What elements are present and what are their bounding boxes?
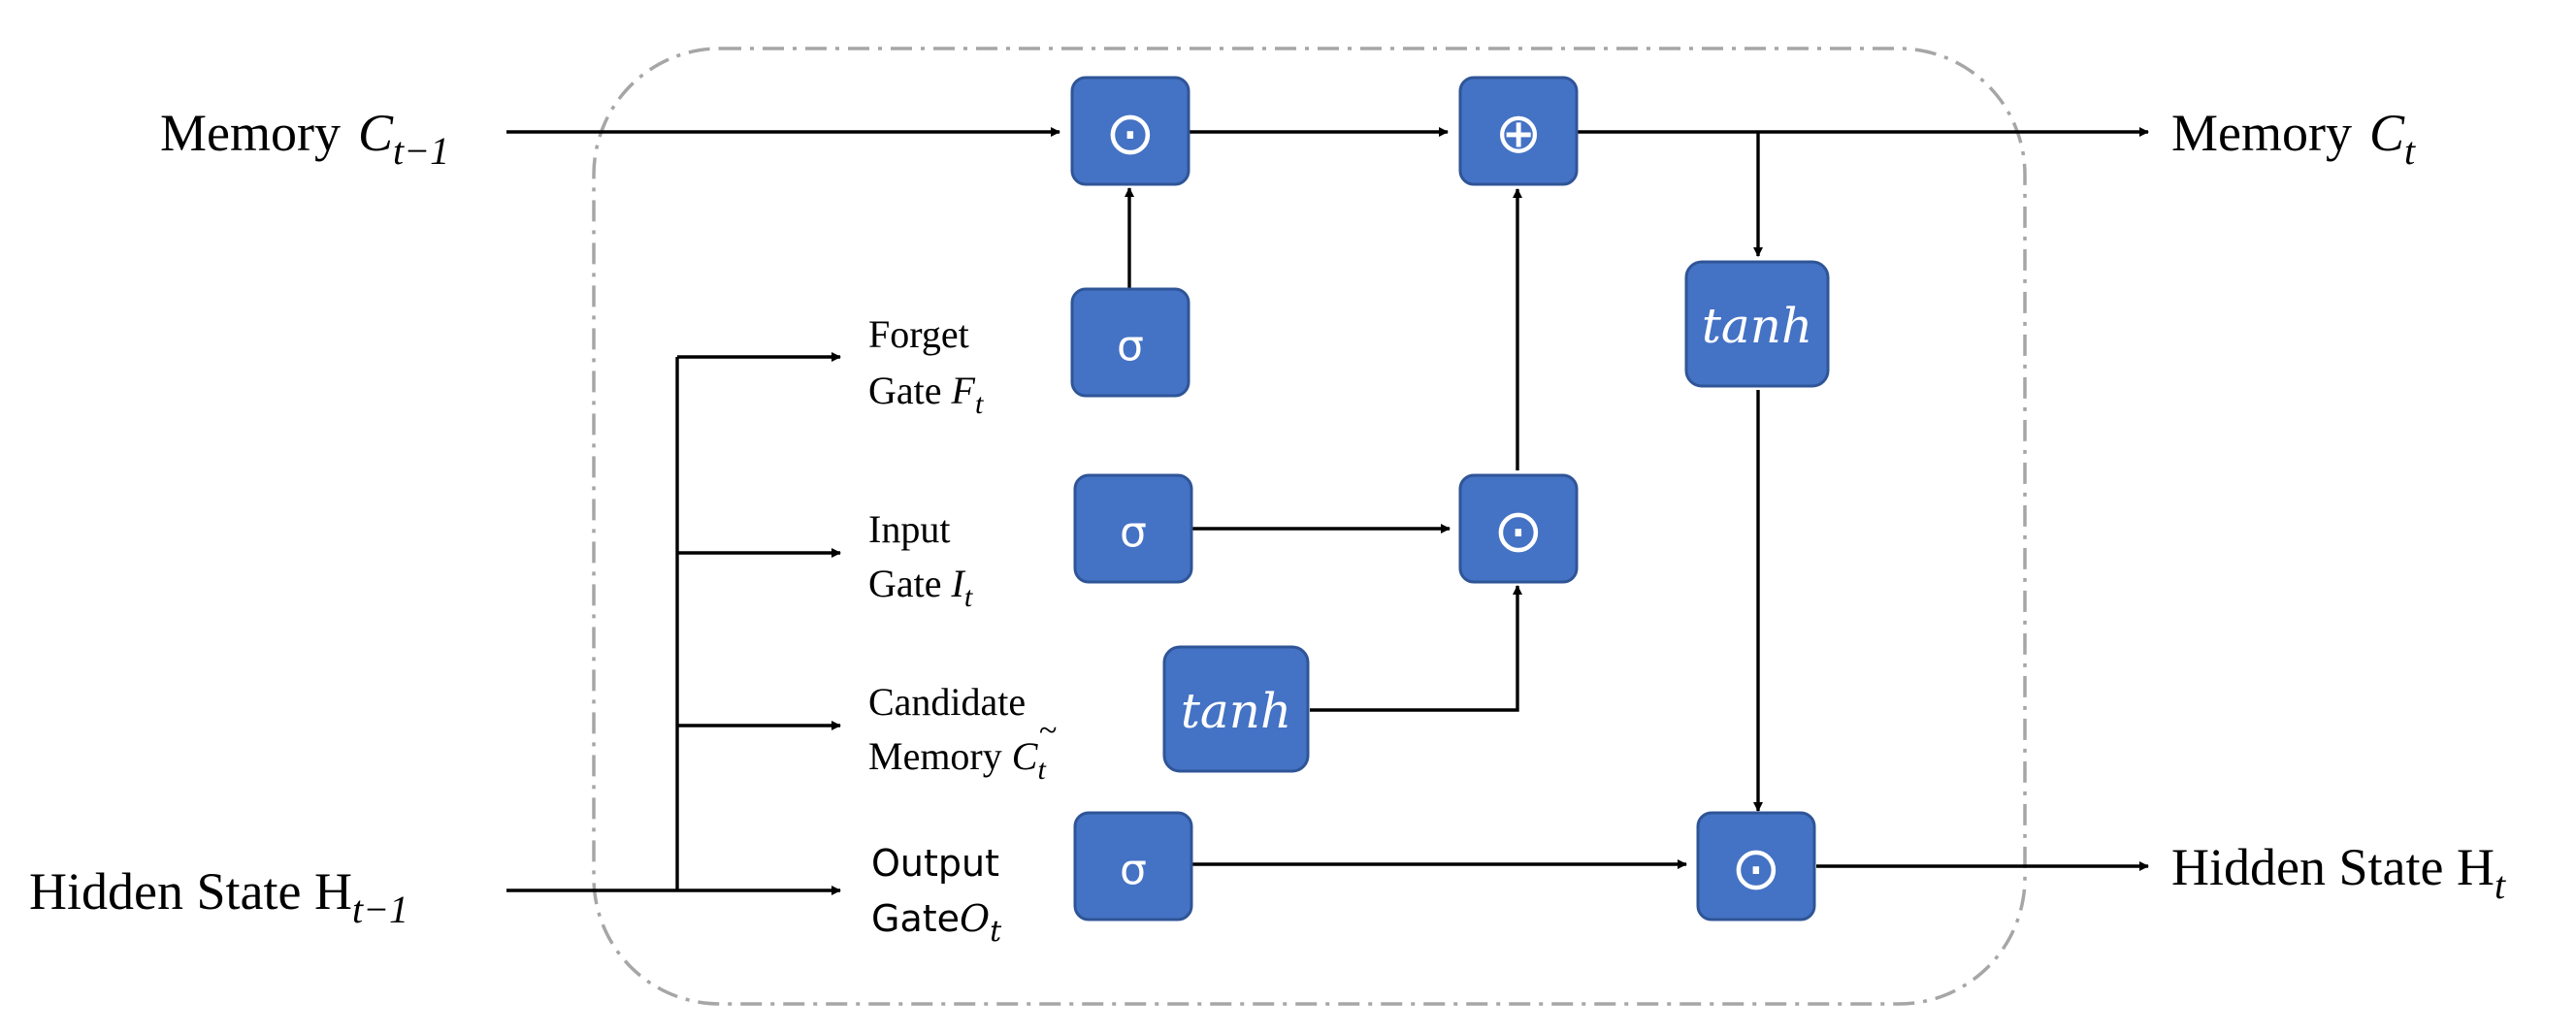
- svg-text:Candidate: Candidate: [868, 680, 1026, 724]
- multiply-symbol: ⊙: [1105, 98, 1156, 169]
- output-sigma-node: σ: [1073, 811, 1193, 921]
- output-multiply-node: ⊙: [1696, 811, 1816, 921]
- svg-text:Input: Input: [868, 507, 950, 551]
- output-gate-label: Output GateOt: [871, 842, 1002, 949]
- tilde-accent: ~: [1039, 713, 1057, 749]
- svg-text:Output: Output: [871, 842, 999, 885]
- add-symbol: ⊕: [1495, 100, 1543, 166]
- candidate-to-mult-wire: [1310, 585, 1522, 712]
- tanh-symbol: tanh: [1181, 683, 1291, 739]
- multiply-symbol: ⊙: [1731, 833, 1781, 904]
- input-multiply-node: ⊙: [1458, 473, 1579, 584]
- sigma-symbol: σ: [1117, 322, 1144, 372]
- hidden-out-label: Hidden State Ht: [2171, 838, 2506, 907]
- forget-multiply-node: ⊙: [1070, 76, 1190, 186]
- svg-text:GateOt: GateOt: [871, 897, 1002, 949]
- add-node: ⊕: [1458, 76, 1579, 186]
- svg-text:Forget: Forget: [868, 312, 969, 356]
- sigma-symbol: σ: [1120, 846, 1147, 895]
- candidate-tanh-node: tanh: [1162, 645, 1310, 773]
- multiply-symbol: ⊙: [1493, 496, 1544, 566]
- input-sigma-node: σ: [1073, 473, 1193, 584]
- hidden-prev-label: Hidden State Ht−1: [29, 862, 408, 931]
- sigma-symbol: σ: [1120, 508, 1147, 558]
- tanh-symbol: tanh: [1702, 298, 1812, 354]
- memory-tanh-node: tanh: [1684, 260, 1830, 388]
- cell-boundary: [592, 47, 2027, 1006]
- forget-sigma-node: σ: [1070, 287, 1190, 398]
